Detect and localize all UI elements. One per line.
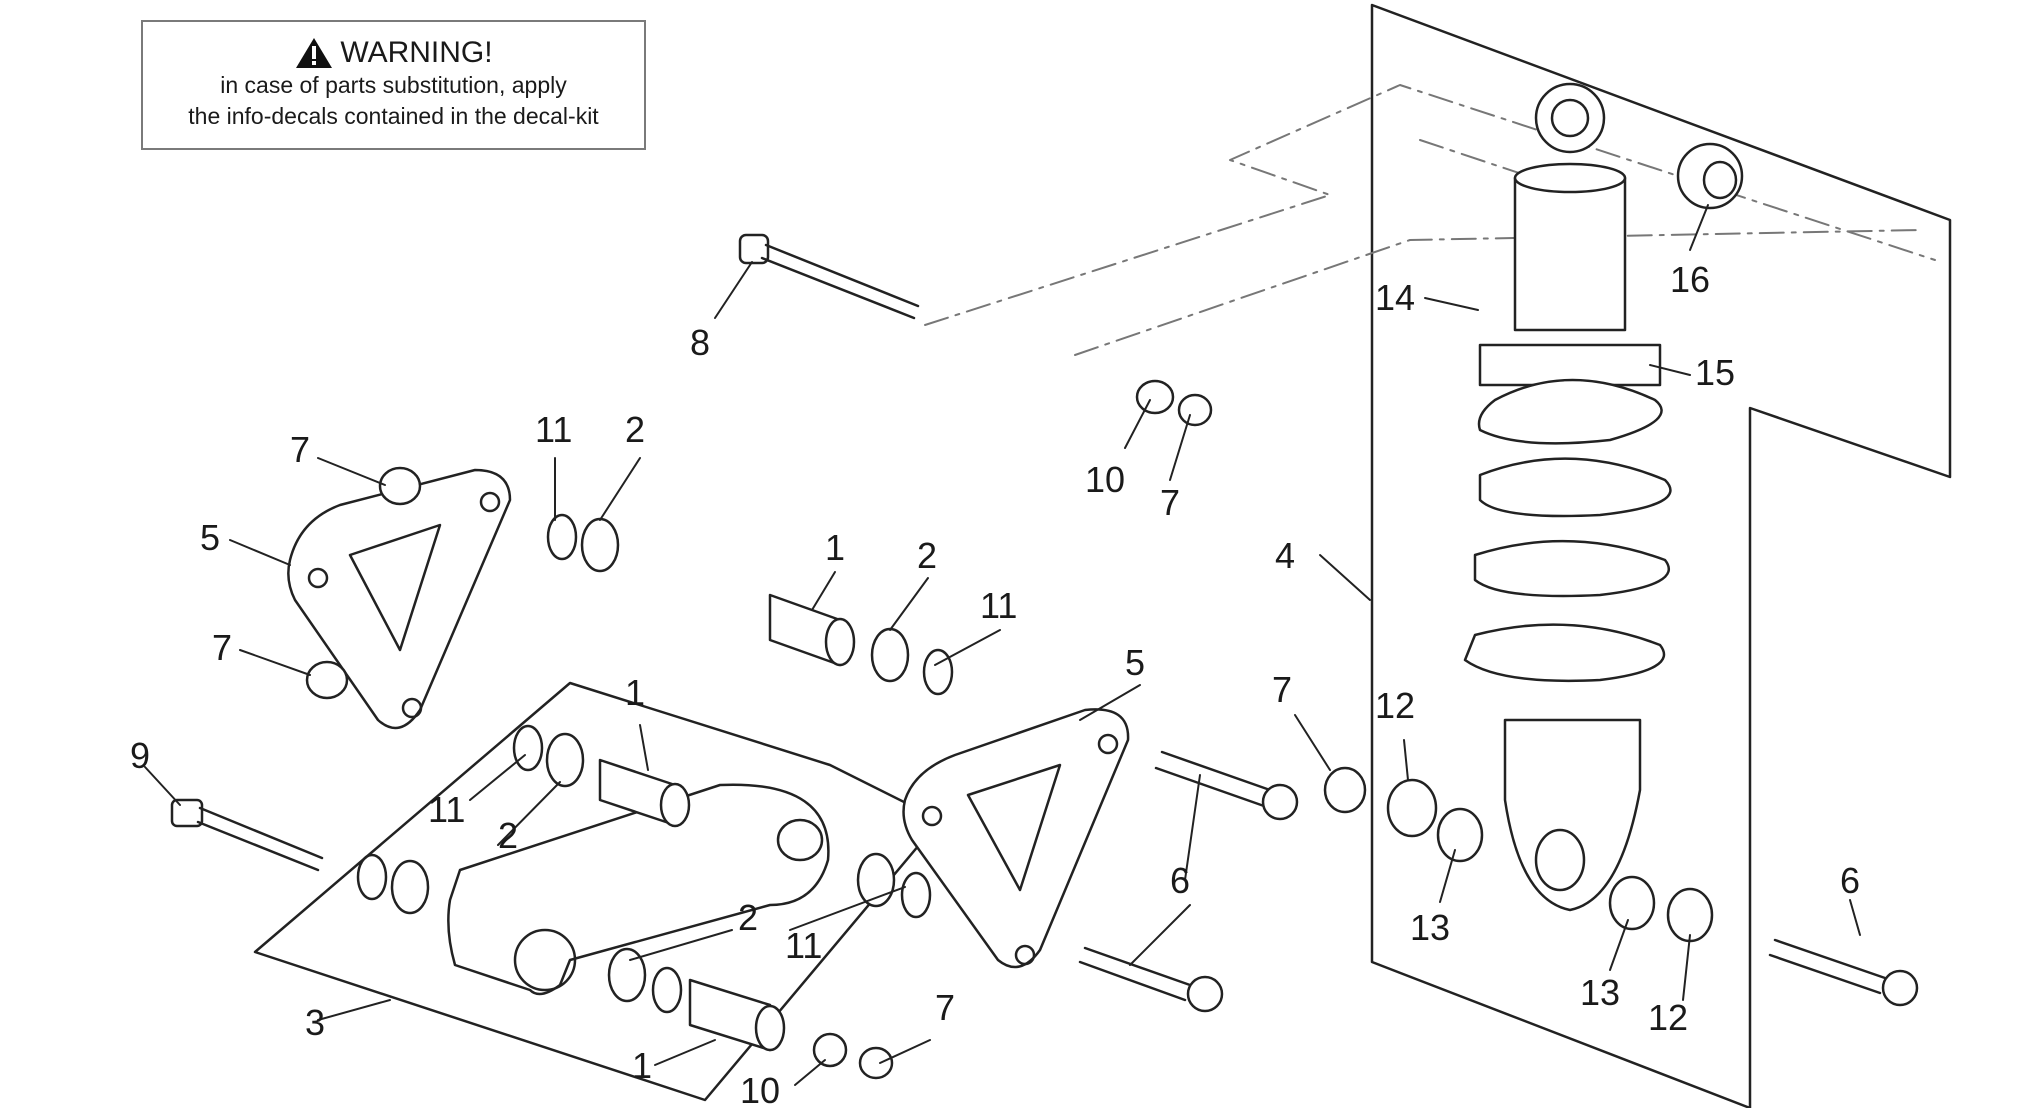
warning-line-2: the info-decals contained in the decal-k… xyxy=(188,103,599,129)
callout-11: 11 xyxy=(980,585,1017,626)
warning-line-1: in case of parts substitution, apply xyxy=(220,72,567,98)
warning-heading: WARNING! xyxy=(143,36,644,70)
callout-9: 9 xyxy=(130,735,150,776)
callout-2: 2 xyxy=(625,409,645,450)
callout-13: 13 xyxy=(1410,907,1450,948)
warning-box: WARNING! in case of parts substitution, … xyxy=(141,20,646,150)
callout-5: 5 xyxy=(1125,642,1145,683)
callout-7: 7 xyxy=(1272,669,1292,710)
callout-1: 1 xyxy=(825,527,845,568)
callout-1: 1 xyxy=(632,1045,652,1086)
plate-5-left xyxy=(287,468,512,730)
linkage-assembly-outline xyxy=(253,681,942,1102)
callout-4: 4 xyxy=(1275,535,1295,576)
callout-6: 6 xyxy=(1840,860,1860,901)
bolt-9 xyxy=(170,798,324,872)
callout-11: 11 xyxy=(785,925,822,966)
callout-10: 10 xyxy=(1085,459,1125,500)
leader-lines xyxy=(144,204,1861,1086)
spacers-and-nuts xyxy=(305,379,1367,1080)
callout-2: 2 xyxy=(738,897,758,938)
callout-11: 11 xyxy=(428,789,465,830)
callout-7: 7 xyxy=(290,429,310,470)
callout-15: 15 xyxy=(1695,352,1735,393)
warning-triangle-icon xyxy=(296,38,333,68)
plate-5-right xyxy=(902,708,1130,969)
callout-5: 5 xyxy=(200,517,220,558)
pin-8 xyxy=(738,233,920,320)
bushings-1 xyxy=(598,593,856,1052)
callout-13: 13 xyxy=(1580,972,1620,1013)
callout-14: 14 xyxy=(1375,277,1415,318)
callout-12: 12 xyxy=(1375,685,1415,726)
bearings-and-rings xyxy=(356,513,954,1014)
callout-labels: 8 11 2 7 5 7 1 2 11 10 7 14 15 16 4 5 7 … xyxy=(130,259,1860,1108)
callout-16: 16 xyxy=(1670,259,1710,300)
callout-12: 12 xyxy=(1648,997,1688,1038)
callout-7: 7 xyxy=(212,627,232,668)
callout-7: 7 xyxy=(935,987,955,1028)
callout-2: 2 xyxy=(498,815,518,856)
warning-title: WARNING! xyxy=(340,36,493,69)
callout-10: 10 xyxy=(740,1070,780,1108)
callout-1: 1 xyxy=(625,672,645,713)
callout-6: 6 xyxy=(1170,860,1190,901)
shock-absorber-4 xyxy=(1463,82,1744,912)
bolts-6 xyxy=(1078,750,1919,1013)
callout-7: 7 xyxy=(1160,482,1180,523)
link-arm-3 xyxy=(447,783,830,996)
callout-2: 2 xyxy=(917,535,937,576)
callout-11: 11 xyxy=(535,409,572,450)
callout-8: 8 xyxy=(690,322,710,363)
callout-3: 3 xyxy=(305,1002,325,1043)
